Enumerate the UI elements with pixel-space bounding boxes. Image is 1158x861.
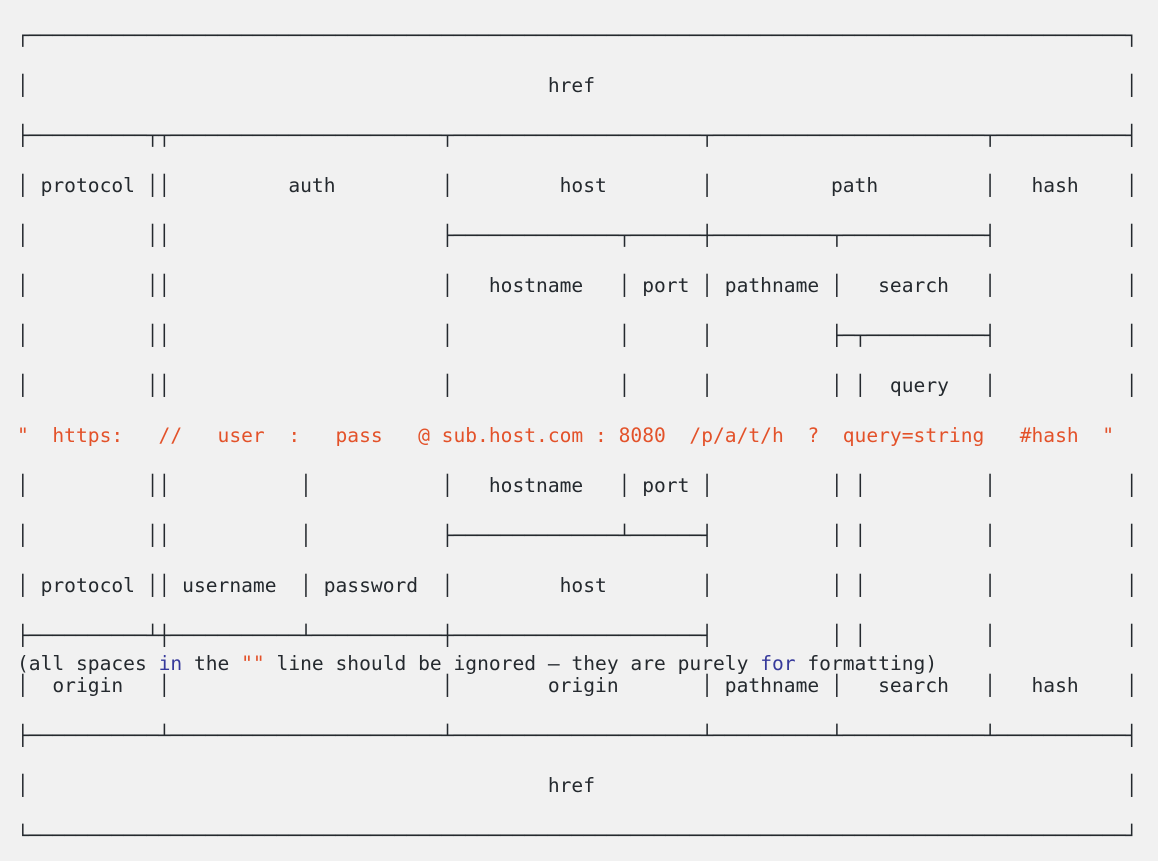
row-protocol-auth-host-path-hash: │ protocol ││ auth │ host │ path │ hash … (17, 161, 1138, 211)
caption-part-4: formatting) (795, 652, 938, 675)
row-href-bottom-border: └───────────────────────────────────────… (17, 811, 1138, 861)
row-query: │ ││ │ │ │ │ │ query │ │ (17, 361, 1138, 411)
row-divider-6: ├───────────┴───────────────────────┴───… (17, 711, 1138, 761)
row-divider-3: │ ││ │ │ │ ├─┬──────────┤ │ (17, 311, 1138, 361)
caption-keyword-in: in (158, 652, 183, 675)
caption-block: (all spaces in the "" line should be ign… (17, 639, 937, 689)
level1-label-row: │ protocol ││ auth │ host │ path │ hash … (17, 174, 1138, 197)
border-glyphs: │ ││ ├──────────────┬──────┼──────────┬─… (17, 224, 1138, 247)
url-string-line: " https: // user : pass @ sub.host.com :… (17, 424, 1115, 447)
row-divider-2: │ ││ ├──────────────┬──────┼──────────┬─… (17, 211, 1138, 261)
caption-line: (all spaces in the "" line should be ign… (17, 639, 937, 689)
caption-keyword-for: for (760, 652, 796, 675)
row-divider-4: │ ││ │ ├──────────────┴──────┤ │ │ │ │ (17, 511, 1138, 561)
row-divider-1: ├──────────┬┬───────────────────────┬───… (17, 111, 1138, 161)
border-glyphs: └───────────────────────────────────────… (17, 824, 1138, 847)
ascii-art-block: ┌───────────────────────────────────────… (17, 11, 1138, 861)
level2b-label-row: │ ││ │ │ hostname │ port │ │ │ │ │ (17, 474, 1138, 497)
border-glyphs: ├──────────┴┼───────────┴───────────┼───… (17, 624, 1138, 647)
url-structure-diagram: ┌───────────────────────────────────────… (17, 24, 1138, 847)
caption-part-3: line should be ignored — they are purely (264, 652, 761, 675)
href-top-label-row: │ href │ (17, 74, 1138, 97)
border-glyphs: ├───────────┴───────────────────────┴───… (17, 724, 1138, 747)
border-glyphs: │ ││ │ │ │ ├─┬──────────┤ │ (17, 324, 1138, 347)
row-url-string: " https: // user : pass @ sub.host.com :… (17, 411, 1138, 461)
row-hostname-port-lower: │ ││ │ │ hostname │ port │ │ │ │ │ (17, 461, 1138, 511)
border-glyphs: │ ││ │ ├──────────────┴──────┤ │ │ │ │ (17, 524, 1138, 547)
href-bottom-label-row: │ href │ (17, 774, 1138, 797)
border-glyphs: ├──────────┬┬───────────────────────┬───… (17, 124, 1138, 147)
level3-label-row: │ ││ │ │ │ │ │ query │ │ (17, 374, 1138, 397)
caption-part-1: (all spaces (17, 652, 159, 675)
level2-label-row: │ ││ │ hostname │ port │ pathname │ sear… (17, 274, 1138, 297)
row-hostname-port-pathname-search: │ ││ │ hostname │ port │ pathname │ sear… (17, 261, 1138, 311)
level1b-label-row: │ protocol ││ username │ password │ host… (17, 574, 1138, 597)
row-href-bottom: │ href │ (17, 761, 1138, 811)
border-glyphs: ┌───────────────────────────────────────… (17, 24, 1138, 47)
caption-part-2: the (182, 652, 242, 675)
row-href-top: │ href │ (17, 61, 1138, 111)
row-protocol-username-password-host: │ protocol ││ username │ password │ host… (17, 561, 1138, 611)
row-href-top-border: ┌───────────────────────────────────────… (17, 11, 1138, 61)
row-divider-5: ├──────────┴┼───────────┴───────────┼───… (17, 611, 1138, 661)
caption-quotes: "" (241, 652, 265, 675)
